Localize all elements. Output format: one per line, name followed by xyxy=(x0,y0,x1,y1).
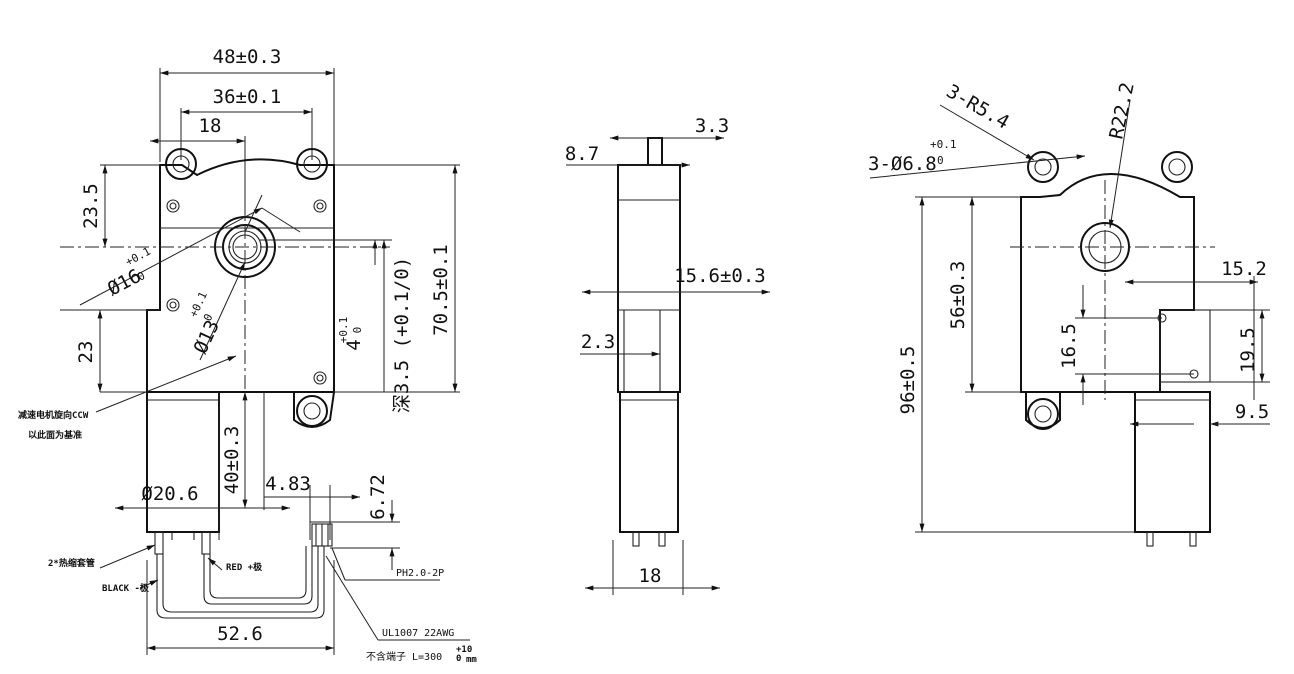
dim-terminal-offset: 4.83 xyxy=(265,473,311,495)
side-view: 3.3 8.7 15.6±0.3 2.3 18 xyxy=(565,115,771,595)
rear-hole-left xyxy=(1027,151,1059,183)
corner-radius-note: 3-R5.4 xyxy=(943,80,1013,133)
wire-spec: UL1007 22AWG xyxy=(382,628,454,639)
wire-length: 不含端子 L=300 xyxy=(366,650,442,663)
holes-tol-low: 0 xyxy=(937,154,944,167)
dim-total-height: 96±0.5 xyxy=(897,346,919,415)
red-wire-note: RED +极 xyxy=(226,561,263,573)
dim-overall-width: 48±0.3 xyxy=(213,46,282,68)
holes-note: 3-Ø6.8 xyxy=(868,153,937,175)
dim-gear-height: 56±0.3 xyxy=(947,261,969,330)
mount-hole-left xyxy=(165,148,197,180)
dim-shaft-to-mid: 23 xyxy=(75,341,97,364)
rear-hole-right xyxy=(1161,151,1193,183)
rear-motor xyxy=(1134,391,1211,533)
dim-bracket-width: 15.2 xyxy=(1221,258,1267,280)
dim-total-width: 52.6 xyxy=(217,623,263,645)
boss-tol: +0.1 xyxy=(123,245,153,269)
dim-bracket-offset: 16.5 xyxy=(1058,323,1080,369)
connector-name: PH2.0-2P xyxy=(396,568,444,579)
rear-bracket xyxy=(1159,309,1211,383)
side-motor xyxy=(619,391,679,533)
dim-left-offset: 8.7 xyxy=(565,143,599,165)
dim-shaft-offset: 18 xyxy=(199,115,222,137)
dim-height: 70.5±0.1 xyxy=(430,244,452,336)
motor-body xyxy=(146,391,220,533)
dim-connector-height: 6.72 xyxy=(367,474,389,520)
shaft-tol-low: 0 xyxy=(201,312,216,323)
dim-flat-depth: 4 xyxy=(343,339,365,350)
dim-top-offset: 3.3 xyxy=(695,115,729,137)
arc-radius-note: R22.2 xyxy=(1105,81,1138,142)
gearbox-outline xyxy=(146,158,335,393)
front-view: 48±0.3 36±0.1 18 xyxy=(18,46,477,665)
dim-top-to-shaft: 23.5 xyxy=(80,183,102,229)
dim-bracket-height: 19.5 xyxy=(1237,327,1259,373)
dim-shaft-diameter: Ø13 xyxy=(190,317,224,357)
flat-tol: +0.1 xyxy=(337,317,350,344)
rotation-note-1: 减速电机旋向CCW xyxy=(18,409,89,421)
mount-hole-right xyxy=(296,148,328,180)
side-gearbox xyxy=(617,164,681,393)
dim-plate-thickness: 2.3 xyxy=(581,331,615,353)
dim-hole-spacing: 36±0.1 xyxy=(213,86,282,108)
sleeve-note: 2*热缩套管 xyxy=(48,557,95,569)
side-shaft xyxy=(647,137,663,166)
wire-tol-up: +10 xyxy=(456,645,472,655)
dim-motor-offset: 40±0.3 xyxy=(221,426,243,495)
boss-tol-low: 0 xyxy=(135,269,147,284)
dim-hole-depth: 深3.5 (+0.1/0) xyxy=(391,257,413,413)
flat-tol-low: 0 xyxy=(351,327,364,334)
wire-unit: mm xyxy=(466,655,477,665)
dim-motor-diameter: Ø20.6 xyxy=(141,483,198,505)
black-wire-note: BLACK -极 xyxy=(102,582,150,594)
dim-motor-offset-rear: 9.5 xyxy=(1235,401,1269,423)
dim-depth: 15.6±0.3 xyxy=(674,265,766,287)
rear-view: 3-Ø6.8 +0.1 0 3-R5.4 R22.2 96±0.5 56±0.3… xyxy=(868,80,1270,547)
mount-hole-bottom xyxy=(296,395,328,427)
rear-outline xyxy=(1020,173,1195,393)
wire-tol-low: 0 xyxy=(456,654,461,664)
holes-tol: +0.1 xyxy=(930,138,957,151)
dim-motor-width: 18 xyxy=(639,565,662,587)
rotation-note-2: 以此面为基准 xyxy=(28,429,82,441)
